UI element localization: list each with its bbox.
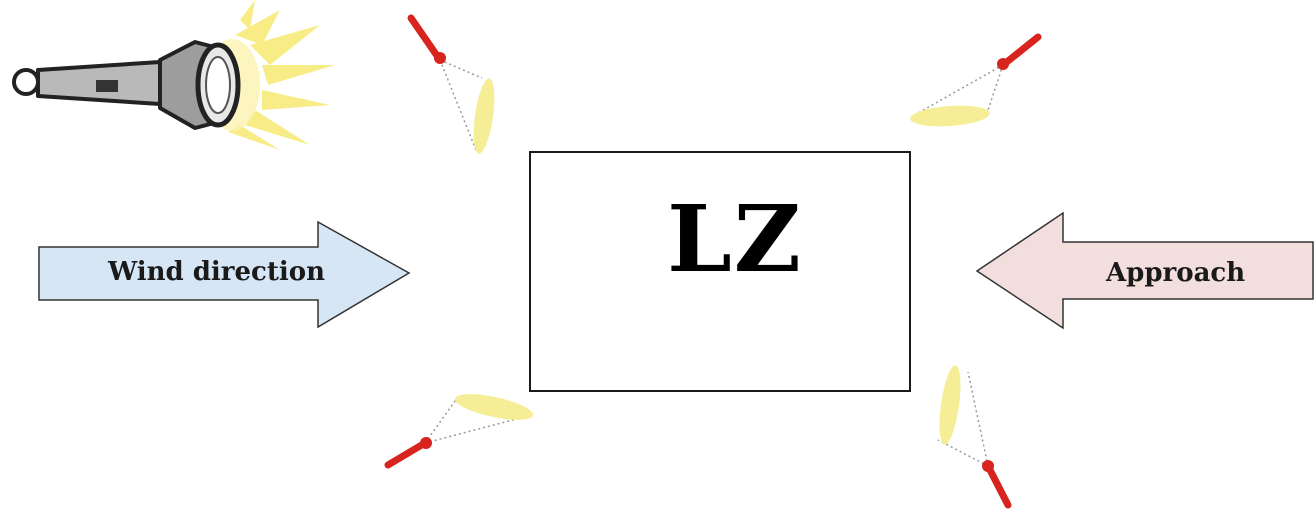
approach-arrow	[975, 211, 1314, 330]
landing-zone-label: LZ	[667, 185, 803, 293]
landing-zone-box: LZ	[529, 151, 911, 392]
wind-direction-arrow	[38, 220, 411, 329]
light-wand-icon	[910, 33, 1042, 127]
wind-direction-label: Wind direction	[108, 257, 326, 287]
flashlight-icon	[12, 0, 335, 150]
light-wand-icon	[384, 394, 534, 469]
light-wand-icon	[407, 14, 495, 154]
approach-label: Approach	[1106, 258, 1246, 288]
light-wand-icon	[937, 365, 1012, 509]
